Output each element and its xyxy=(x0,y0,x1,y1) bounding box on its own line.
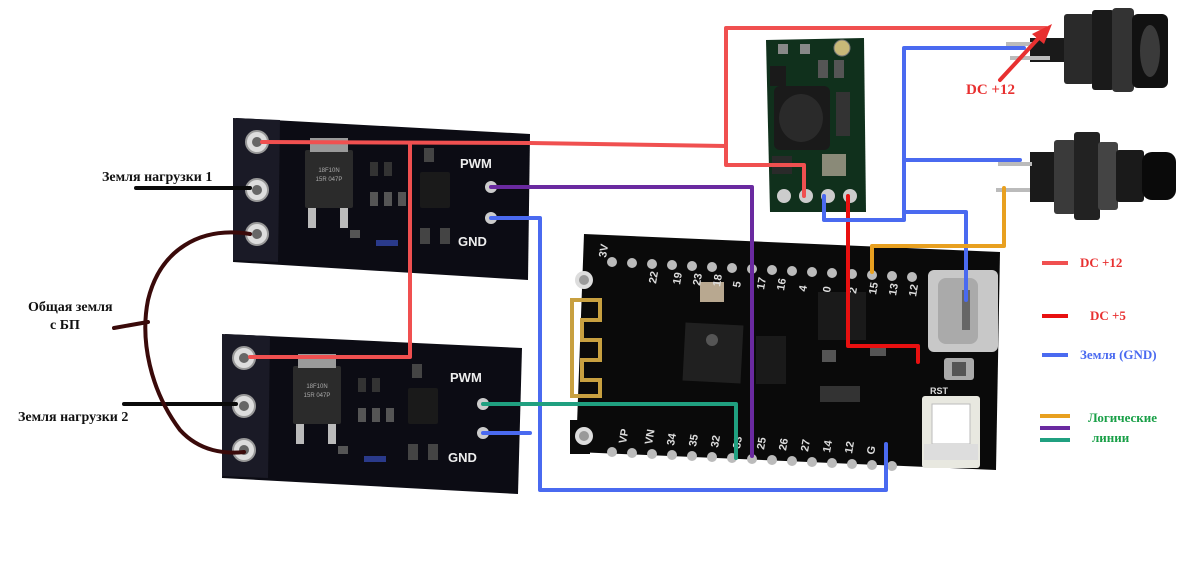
mosfet2-marking-2: 15R 047P xyxy=(304,393,331,399)
mosfet2-marking-1: 18F10N xyxy=(306,384,327,390)
label-dc12-jack: DC +12 xyxy=(966,82,1015,98)
legend-logic-text-2: линии xyxy=(1092,430,1130,445)
wire-gnd-usb xyxy=(902,210,968,302)
pwm-label-2: PWM xyxy=(450,370,482,385)
label-common-ground-2: с БП xyxy=(50,318,80,333)
pin-label-top-11: 15 xyxy=(867,281,881,295)
pin-label-top-7: 16 xyxy=(775,277,789,291)
legend-dc5-text: DC +5 xyxy=(1090,308,1126,323)
pin-label-top-0: 3V xyxy=(597,243,611,259)
pin-label-bottom-10: 12 xyxy=(843,440,857,454)
pin-label-bottom-11: G xyxy=(865,445,878,456)
pin-label-bottom-2: 34 xyxy=(665,432,679,447)
bottom-pin-labels: VP VN 34 35 32 33 25 26 27 14 12 G xyxy=(617,428,878,456)
wire-gnd-buck xyxy=(822,46,1026,222)
rst-label: RST xyxy=(930,386,949,396)
legend-swatches xyxy=(1040,261,1070,442)
mosfet-module-1: 18F10N 15R 047P PWM GND xyxy=(233,118,530,280)
wire-logic-orange xyxy=(870,186,1006,274)
pwm-label-1: PWM xyxy=(460,156,492,171)
wire-logic-purple xyxy=(489,185,754,458)
pin-label-top-5: 5 xyxy=(731,280,744,288)
pin-label-bottom-5: 33 xyxy=(731,435,745,449)
esp32-board: RST 3V 22 xyxy=(570,234,1000,471)
pin-label-top-12: 13 xyxy=(887,282,901,296)
pin-label-bottom-9: 14 xyxy=(821,439,835,454)
gnd-label-2: GND xyxy=(448,450,477,465)
legend-logic-text-1: Логические xyxy=(1088,410,1158,425)
pin-label-bottom-3: 35 xyxy=(687,433,701,447)
mosfet-marking-2: 15R 047P xyxy=(316,177,343,183)
label-load-ground-1: Земля нагрузки 1 xyxy=(102,170,213,185)
pin-label-top-8: 4 xyxy=(797,284,810,293)
push-button xyxy=(996,132,1176,220)
wire-gnd-main xyxy=(489,216,888,492)
legend-gnd-text: Земля (GND) xyxy=(1080,347,1157,362)
label-common-ground-1: Общая земля xyxy=(28,300,113,315)
wire-common-ground xyxy=(143,230,252,455)
wire-logic-green xyxy=(481,402,738,460)
wires xyxy=(112,24,1052,492)
pin-label-top-3: 23 xyxy=(691,272,705,286)
gnd-label-1: GND xyxy=(458,234,487,249)
pin-label-top-1: 22 xyxy=(647,270,661,284)
pin-label-top-10: 2 xyxy=(847,286,860,294)
wire-dc5 xyxy=(846,194,920,364)
pin-label-top-9: 0 xyxy=(821,285,834,293)
pin-label-top-13: 12 xyxy=(907,283,921,297)
label-load-ground-2: Земля нагрузки 2 xyxy=(18,410,129,425)
pin-label-top-4: 18 xyxy=(711,273,725,287)
pin-label-bottom-0: VP xyxy=(617,428,631,445)
dc-jack-top xyxy=(1006,8,1168,92)
pin-label-bottom-6: 25 xyxy=(755,436,769,450)
pin-label-bottom-7: 26 xyxy=(777,437,791,451)
wire-common-ground-lead xyxy=(112,320,150,330)
wire-dc12-module2 xyxy=(248,141,412,359)
pin-label-top-2: 19 xyxy=(671,271,685,285)
mosfet-module-2: 18F10N 15R 047P PWM GND xyxy=(222,334,522,494)
wire-dc12-to-buck xyxy=(724,144,806,198)
pin-label-bottom-4: 32 xyxy=(709,434,723,448)
pin-label-bottom-8: 27 xyxy=(799,438,813,452)
pin-label-top-6: 17 xyxy=(755,276,769,290)
pin-label-bottom-1: VN xyxy=(643,428,657,445)
mosfet-marking-1: 18F10N xyxy=(318,168,339,174)
top-header-holes xyxy=(607,257,917,282)
legend-dc12-text: DC +12 xyxy=(1080,255,1123,270)
top-pin-labels: 3V 22 19 23 18 5 17 16 4 0 2 15 13 12 xyxy=(597,243,921,298)
buck-converter xyxy=(766,38,866,212)
